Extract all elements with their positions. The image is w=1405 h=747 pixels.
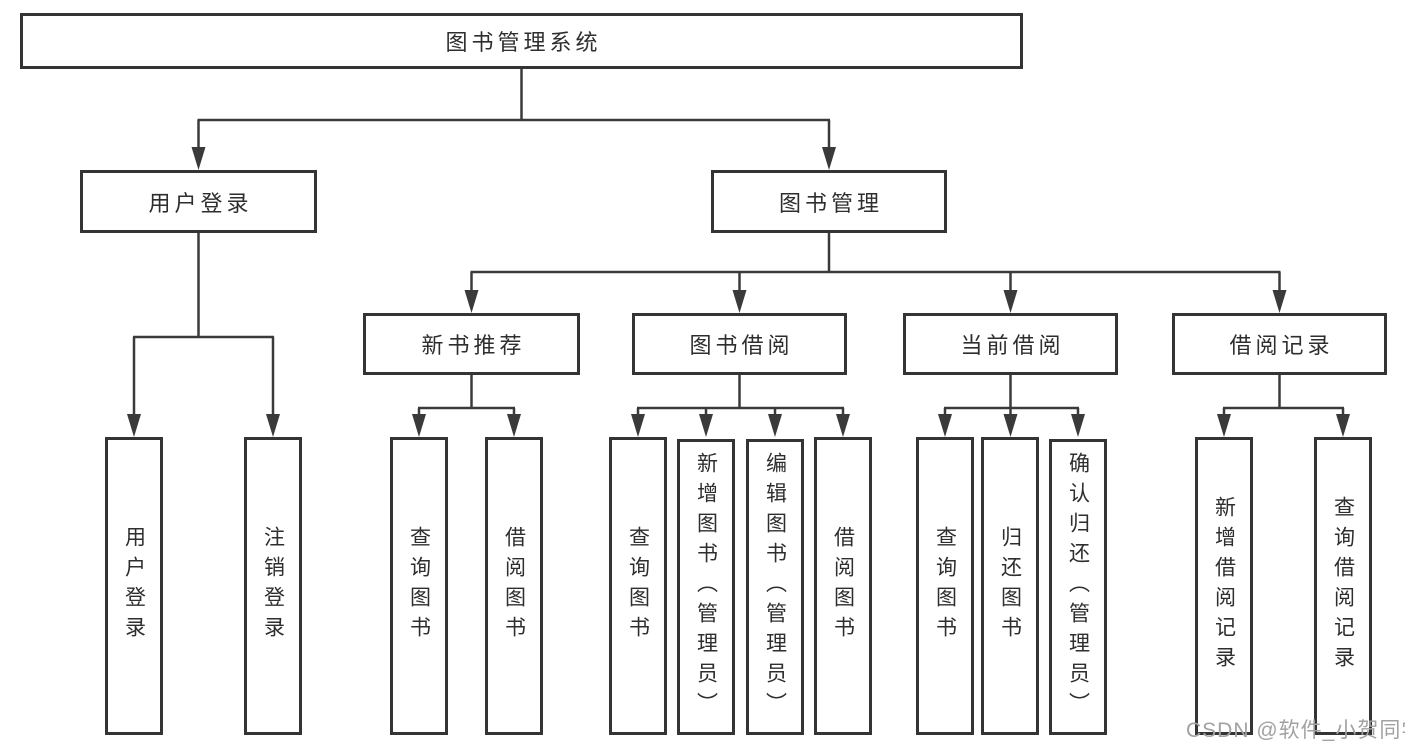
node-borrowing-records-label: 借阅记录 [1229,333,1334,358]
node-book-borrowing: 图书借阅 [632,313,847,375]
leaf-add-borrow-record: 新增借阅记录 [1195,437,1253,735]
leaf-query-book-2: 查询图书 [609,437,667,735]
leaf-query-book-3: 查询图书 [916,437,974,735]
leaf-borrow-book-2-label: 借阅图书 [831,526,855,646]
node-root-label: 图书管理系统 [445,30,602,55]
leaf-logout: 注销登录 [244,437,302,735]
leaf-borrow-book-2: 借阅图书 [814,437,872,735]
node-book-borrowing-label: 图书借阅 [689,333,794,358]
leaf-query-book-2-label: 查询图书 [626,526,650,646]
node-current-borrowing: 当前借阅 [903,313,1118,375]
leaf-return-book: 归还图书 [981,437,1039,735]
leaf-user-login: 用户登录 [105,437,163,735]
leaf-query-book-1: 查询图书 [390,437,448,735]
node-borrowing-records: 借阅记录 [1172,313,1387,375]
leaf-logout-label: 注销登录 [261,526,285,646]
node-book-management-label: 图书管理 [778,190,883,216]
node-root: 图书管理系统 [20,13,1023,69]
leaf-add-borrow-record-label: 新增借阅记录 [1212,496,1236,676]
node-book-management: 图书管理 [711,170,947,233]
leaf-confirm-return-admin-label: 确认归还（管理员） [1066,452,1090,722]
node-user-login-label: 用户登录 [148,190,253,216]
leaf-borrow-book-1-label: 借阅图书 [502,526,526,646]
leaf-edit-book-admin: 编辑图书（管理员） [746,439,804,735]
leaf-user-login-label: 用户登录 [122,526,146,646]
node-current-borrowing-label: 当前借阅 [960,333,1065,358]
leaf-return-book-label: 归还图书 [998,526,1022,646]
leaf-confirm-return-admin: 确认归还（管理员） [1049,439,1107,735]
leaf-query-borrow-record: 查询借阅记录 [1314,437,1372,735]
node-new-book-recommend-label: 新书推荐 [421,333,526,358]
leaf-query-book-3-label: 查询图书 [933,526,957,646]
csdn-watermark: CSDN @软件_小贺同学 [1186,719,1405,742]
leaf-edit-book-admin-label: 编辑图书（管理员） [763,452,787,722]
leaf-query-book-1-label: 查询图书 [407,526,431,646]
node-new-book-recommend: 新书推荐 [363,313,580,375]
leaf-add-book-admin: 新增图书（管理员） [677,439,735,735]
leaf-borrow-book-1: 借阅图书 [485,437,543,735]
leaf-add-book-admin-label: 新增图书（管理员） [694,452,718,722]
leaf-query-borrow-record-label: 查询借阅记录 [1331,496,1355,676]
node-user-login: 用户登录 [80,170,317,233]
